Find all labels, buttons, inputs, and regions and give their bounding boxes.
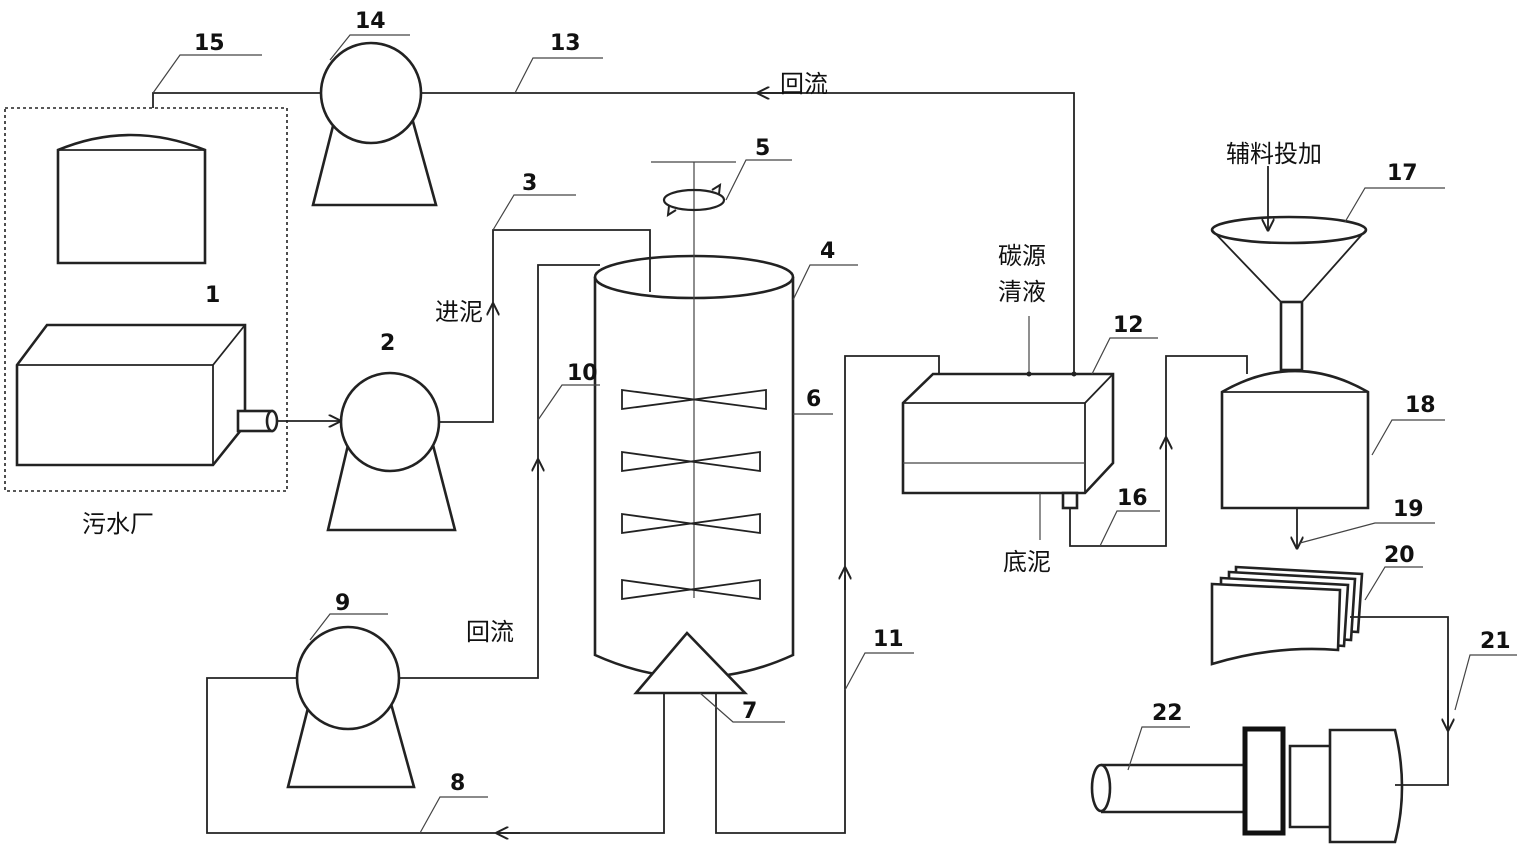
label-bottom-sludge: 底泥 [1003,548,1051,576]
label-carbon-source: 碳源 [998,242,1046,270]
label-auxiliary-feed: 辅料投加 [1226,140,1322,168]
label-clear-liquid: 清液 [998,278,1046,306]
label-n11: 11 [873,627,904,652]
label-n2: 2 [380,331,395,356]
pump-9 [286,625,416,789]
label-n13: 13 [550,31,581,56]
label-n9: 9 [335,591,350,616]
vessel-18 [1220,369,1370,510]
hopper-17 [1210,215,1368,372]
label-n19: 19 [1393,497,1424,522]
label-n22: 22 [1152,701,1183,726]
label-n10: 10 [567,361,598,386]
label-n12: 12 [1113,313,1144,338]
reactor-4 [593,161,795,695]
label-n4: 4 [820,239,835,264]
separator-12 [901,371,1115,510]
label-feed-sludge: 进泥 [435,298,483,326]
filter-press-20 [1210,565,1364,666]
label-sewage-plant: 污水厂 [82,510,154,538]
label-n5: 5 [755,136,770,161]
label-reflux-top: 回流 [780,70,828,98]
label-n6: 6 [806,387,821,412]
device-22 [1090,726,1404,844]
pump-2 [326,371,457,532]
sewage-plant-group [4,107,288,492]
label-n14: 14 [355,9,386,34]
pump-14 [311,41,438,207]
label-n16: 16 [1117,486,1148,511]
label-n15: 15 [194,31,225,56]
label-n21: 21 [1480,629,1511,654]
label-n7: 7 [742,699,757,724]
label-n3: 3 [522,171,537,196]
label-n17: 17 [1387,161,1418,186]
label-n8: 8 [450,771,465,796]
label-reflux-left: 回流 [466,618,514,646]
label-n20: 20 [1384,543,1415,568]
label-n1: 1 [205,283,220,308]
label-n18: 18 [1405,393,1436,418]
